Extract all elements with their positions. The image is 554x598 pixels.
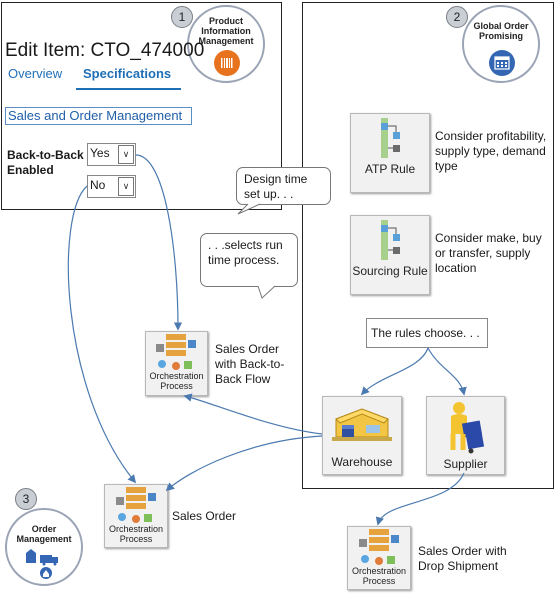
step-badge-2: 2 xyxy=(446,6,468,28)
tab-specifications[interactable]: Specifications xyxy=(83,66,172,81)
warehouse-to-sales-order-arrow xyxy=(165,435,323,492)
barcode-icon xyxy=(214,50,240,76)
warehouse-icon xyxy=(332,408,392,441)
select-yes-value: Yes xyxy=(90,146,110,160)
gop-circle: Global Order Promising xyxy=(462,5,540,83)
pim-circle: Product Information Management xyxy=(187,5,265,83)
back-to-back-label: Back-to-Back Enabled xyxy=(7,148,84,177)
om-circle-title: Order Management xyxy=(16,524,72,544)
atp-rule-caption: Consider profitability, supply type, dem… xyxy=(435,129,547,173)
rule-flow-icon xyxy=(381,118,400,158)
orchestration-drop-ship-tile: Orchestration Process xyxy=(347,526,411,590)
om-circle: Order Management xyxy=(5,508,83,586)
no-to-sales-order-arrow xyxy=(67,185,137,484)
atp-rule-label: ATP Rule xyxy=(364,162,416,176)
supplier-tile: Supplier xyxy=(426,396,505,475)
rule-flow-icon xyxy=(381,220,400,260)
drop-ship-caption: Sales Order with Drop Shipment xyxy=(418,544,507,573)
step-badge-3: 3 xyxy=(15,488,37,510)
warehouse-to-back-to-back-arrow xyxy=(183,393,323,435)
orchestration-icon xyxy=(116,487,156,523)
supplier-to-drop-ship-arrow xyxy=(375,472,465,526)
supplier-label: Supplier xyxy=(443,457,488,471)
orchestration-icon xyxy=(156,334,196,370)
yes-to-back-to-back-arrow xyxy=(135,154,183,331)
design-time-callout-tail xyxy=(237,203,261,215)
sourcing-rule-label: Sourcing Rule xyxy=(352,264,428,278)
rules-to-warehouse-arrow xyxy=(360,347,429,396)
orchestration-back-to-back-tile: Orchestration Process xyxy=(145,331,208,396)
select-no-value: No xyxy=(90,178,106,192)
rules-to-supplier-arrow xyxy=(427,347,467,396)
back-to-back-select-no[interactable]: No ∨ xyxy=(87,175,136,198)
sales-order-caption: Sales Order xyxy=(172,509,237,523)
run-time-callout: . . .selects run time process. xyxy=(200,233,298,287)
orchestration-process-label: Orchestration Process xyxy=(108,524,164,544)
tab-overview[interactable]: Overview xyxy=(8,66,63,81)
orchestration-process-label: Orchestration Process xyxy=(149,371,204,391)
warehouse-tile: Warehouse xyxy=(322,396,402,475)
chevron-down-icon[interactable]: ∨ xyxy=(118,145,134,164)
supplier-icon xyxy=(450,402,485,454)
step-badge-1: 1 xyxy=(171,6,193,28)
section-title: Sales and Order Management xyxy=(5,107,192,125)
run-time-callout-tail xyxy=(257,285,276,299)
back-to-back-select-yes[interactable]: Yes ∨ xyxy=(87,143,136,166)
sourcing-rule-tile: Sourcing Rule xyxy=(350,215,430,295)
warehouse-label: Warehouse xyxy=(331,455,393,469)
pim-circle-title: Product Information Management xyxy=(198,16,254,46)
atp-rule-tile: ATP Rule xyxy=(350,113,430,193)
orchestration-icon xyxy=(359,529,399,565)
tab-underline xyxy=(76,88,181,90)
chevron-down-icon[interactable]: ∨ xyxy=(118,177,134,196)
orchestration-process-label: Orchestration Process xyxy=(351,566,407,586)
design-time-callout: Design time set up. . . xyxy=(236,167,331,205)
rules-choose-box: The rules choose. . . xyxy=(366,318,488,348)
sourcing-rule-caption: Consider make, buy or transfer, supply l… xyxy=(435,231,542,275)
edit-item-title: Edit Item: CTO_474000 xyxy=(5,40,205,61)
back-to-back-caption: Sales Order with Back-to-Back Flow xyxy=(215,342,285,386)
orchestration-sales-order-tile: Orchestration Process xyxy=(104,484,168,548)
order-flow-icon xyxy=(26,549,58,579)
gop-circle-title: Global Order Promising xyxy=(473,21,529,41)
calendar-icon xyxy=(489,50,515,76)
